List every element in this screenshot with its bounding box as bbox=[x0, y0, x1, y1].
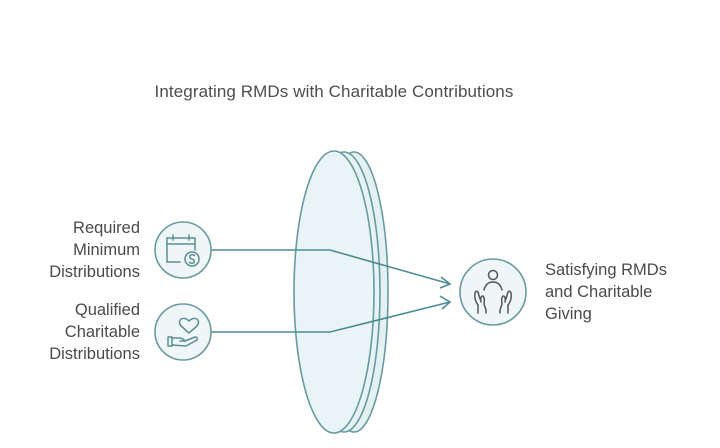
person-in-hands-icon bbox=[459, 258, 527, 326]
connector-rmd bbox=[211, 249, 451, 285]
label-line: Distributions bbox=[49, 345, 140, 363]
label-line: Distributions bbox=[49, 263, 140, 281]
lens-filter bbox=[293, 150, 389, 434]
connector-qcd bbox=[211, 301, 451, 333]
connector-lines bbox=[211, 249, 452, 333]
label-line: Qualified bbox=[74, 301, 140, 319]
input-label-qcd: Qualified Charitable Distributions bbox=[0, 299, 140, 365]
calendar-dollar-icon bbox=[154, 221, 212, 279]
label-line: Giving bbox=[545, 305, 592, 323]
label-line: and Charitable bbox=[545, 283, 653, 301]
heart-hand-icon bbox=[154, 303, 212, 361]
arrowhead-bottom bbox=[439, 295, 452, 310]
label-line: Minimum bbox=[73, 241, 140, 259]
label-line: Charitable bbox=[64, 323, 140, 341]
label-line: Satisfying RMDs bbox=[545, 261, 667, 279]
output-label: Satisfying RMDs and Charitable Giving bbox=[545, 259, 715, 325]
diagram-title: Integrating RMDs with Charitable Contrib… bbox=[154, 82, 514, 101]
label-line: Required bbox=[73, 219, 140, 237]
arrowhead-top bbox=[439, 276, 452, 289]
input-label-rmd: Required Minimum Distributions bbox=[0, 217, 140, 283]
